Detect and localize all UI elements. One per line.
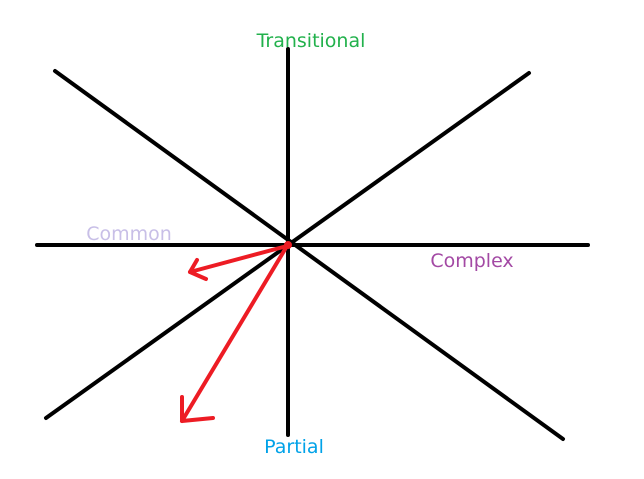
arrow-toward-partial [180, 244, 289, 423]
diagonal-axis-top-left-bottom-right [53, 69, 565, 441]
label-common: Common [86, 223, 172, 245]
arrow-head [180, 395, 215, 423]
arrows [180, 241, 292, 423]
arrow-shaft [180, 244, 289, 423]
label-partial: Partial [264, 436, 324, 458]
label-complex: Complex [430, 250, 513, 272]
label-transitional: Transitional [256, 30, 366, 52]
origin-point [284, 241, 292, 249]
arrow-toward-common [188, 244, 289, 281]
arrow-shaft [188, 244, 289, 274]
arrow-head [188, 258, 208, 281]
